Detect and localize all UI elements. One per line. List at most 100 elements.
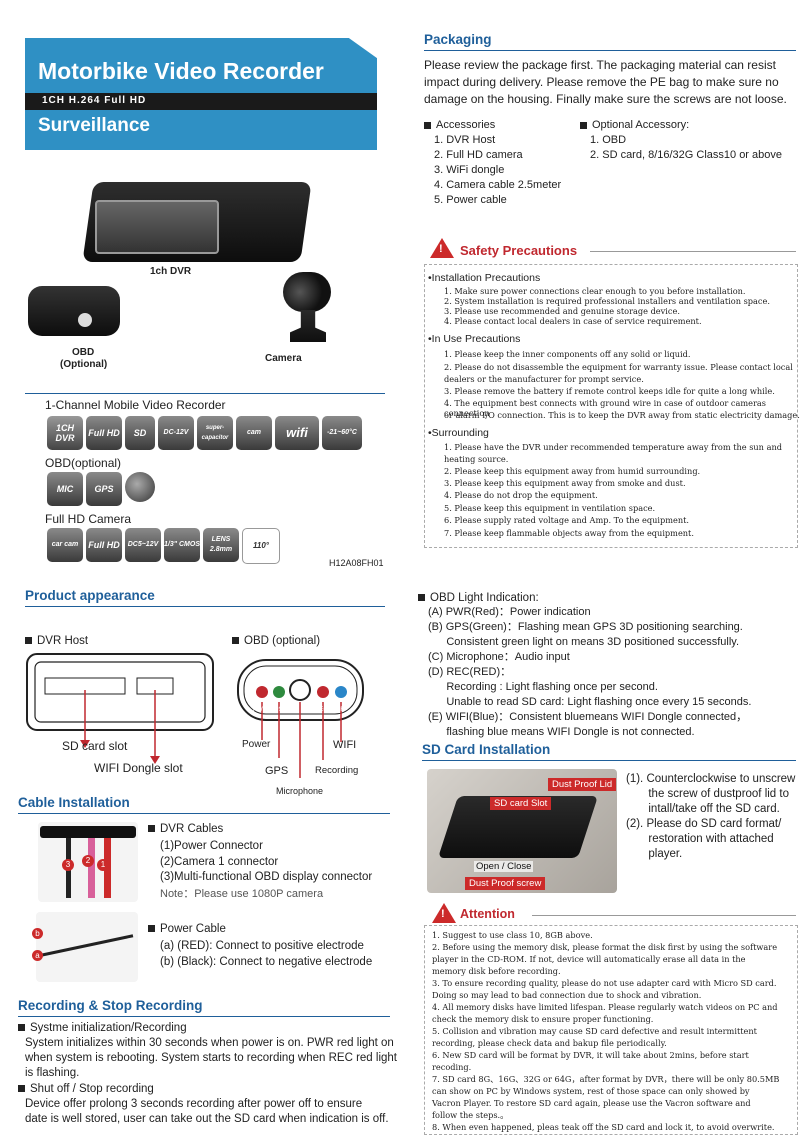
- marker-b: b: [32, 928, 43, 939]
- recording-stop-line: Device offer prolong 3 seconds recording…: [25, 1098, 363, 1110]
- wifi-label: WIFI: [333, 739, 357, 751]
- attention-line: 6. New SD card will be format by DVR, it…: [432, 1050, 749, 1060]
- gps-label: GPS: [265, 765, 289, 777]
- safety-divider: [590, 251, 796, 252]
- recording-init-title: Systme initialization/Recording: [18, 1021, 187, 1035]
- attention-line: recording, please check data and bakup f…: [432, 1038, 667, 1048]
- inuse-item: or alarm I/O connection. This is to keep…: [444, 410, 800, 420]
- installation-title: •Installation Precautions: [428, 272, 541, 284]
- attention-line: 3. To ensure recording quality, please d…: [432, 978, 777, 988]
- obd-photo-optional: (Optional): [60, 359, 108, 370]
- marker-a: a: [32, 950, 43, 961]
- sd-label-open-close: Open / Close: [474, 861, 534, 872]
- obd-light-line: Unable to read SD card: Light flashing o…: [428, 696, 752, 708]
- attention-line: follow the steps.。: [432, 1110, 509, 1120]
- globe-icon: [125, 472, 155, 502]
- safety-box: [424, 264, 798, 548]
- bullet-icon: [148, 825, 155, 833]
- camera-note: Note：Please use 1080P camera: [160, 888, 324, 900]
- recording-title: Recording & Stop Recording: [18, 998, 203, 1013]
- sd-step: (1). Counterclockwise to unscrew: [626, 773, 796, 785]
- cable-bar: [40, 826, 136, 838]
- marker-1: 1: [97, 859, 109, 871]
- recorder-spec-title: 1-Channel Mobile Video Recorder: [45, 398, 226, 412]
- inuse-item: 1. Please keep the inner components off …: [444, 349, 691, 359]
- obd-light-line: (B) GPS(Green)：Flashing mean GPS 3D posi…: [428, 621, 743, 633]
- full-hd-icon: Full HD: [86, 416, 122, 450]
- installation-item: 1. Make sure power connections clear eno…: [444, 286, 746, 296]
- attention-line: 4. All memory disks have limited lifespa…: [432, 1002, 778, 1012]
- attention-line: 8. When even happened, pleas teak off th…: [432, 1122, 775, 1132]
- sd-step: (2). Please do SD card format/: [626, 818, 782, 830]
- dvr-cable-item: (3)Multi-functional OBD display connecto…: [160, 871, 373, 883]
- accessories-title: Accessories: [424, 118, 495, 132]
- bullet-icon: [232, 637, 239, 645]
- dvr-outline: [26, 653, 214, 731]
- surrounding-item: 5. Please keep this equipment in ventila…: [444, 503, 656, 513]
- accessory-item: 3. WiFi dongle: [434, 164, 505, 176]
- packaging-title: Packaging: [424, 32, 492, 47]
- sd-arrowhead: [80, 740, 90, 748]
- sd-label-dust-screw: Dust Proof screw: [465, 877, 546, 890]
- wifi-arrowhead: [150, 756, 160, 764]
- sd-label-dust-lid: Dust Proof Lid: [548, 778, 617, 791]
- attention-line: 2. Before using the memory disk, please …: [432, 942, 778, 952]
- obd-light-line: flashing blue means WIFI Dongle is not c…: [428, 726, 695, 738]
- cable-divider: [18, 813, 390, 814]
- sd-divider: [422, 760, 796, 761]
- dvr-inner-outline: [34, 661, 206, 723]
- obd-photo: [28, 286, 120, 336]
- obd-light-line: (C) Microphone：Audio input: [428, 651, 570, 663]
- attention-line: check the memory disk to ensure proper f…: [432, 1014, 654, 1024]
- bullet-icon: [424, 121, 431, 129]
- obd-spec-title: OBD(optional): [45, 456, 122, 470]
- wifi-dongle-slot-label: WIFI Dongle slot: [94, 761, 183, 775]
- camera-disc-icon: cam: [236, 416, 272, 450]
- safety-title: Safety Precautions: [460, 243, 578, 258]
- surrounding-item: 7. Please keep flammable objects away fr…: [444, 528, 694, 538]
- car-cam-icon: car cam: [47, 528, 83, 562]
- temperature-icon: -21~60°C: [322, 416, 362, 450]
- accessory-item: 2. Full HD camera: [434, 149, 523, 161]
- dvr-cables-title: DVR Cables: [148, 822, 223, 836]
- camera-photo-label: Camera: [265, 353, 302, 364]
- gps-led: [273, 686, 285, 698]
- packaging-text: Please review the package first. The pac…: [424, 58, 787, 106]
- mic-icon: MIC: [47, 472, 83, 506]
- inuse-item: dealers or the manufacturer for prompt s…: [444, 374, 644, 384]
- recording-init-line: is flashing.: [25, 1067, 80, 1079]
- attention-line: can show on PC by Windows system, rest o…: [432, 1086, 750, 1096]
- surrounding-title: •Surrounding: [428, 427, 489, 439]
- attention-exclaim: !: [441, 908, 445, 920]
- dvr-front-panel: [95, 200, 219, 254]
- attention-divider: [532, 915, 796, 916]
- led-label-pwr: PWR: [253, 707, 267, 713]
- recording-init-line: when system is rebooting. System starts …: [25, 1052, 397, 1064]
- surrounding-item: 4. Please do not drop the equipment.: [444, 490, 598, 500]
- power-cable-item: (a) (RED): Connect to positive electrode: [160, 940, 364, 952]
- optional-item: 1. OBD: [590, 134, 627, 146]
- led-label-rec: REC: [315, 707, 328, 713]
- camera-mount: [290, 310, 326, 342]
- sd-title: SD Card Installation: [422, 742, 551, 757]
- power-cable-title: Power Cable: [148, 922, 226, 936]
- dc5-12v-icon: DC5~12V: [125, 528, 161, 562]
- obd-light-line: Consistent green light on means 3D posit…: [428, 636, 740, 648]
- accessory-item: 4. Camera cable 2.5meter: [434, 179, 562, 191]
- rec-led: [317, 686, 329, 698]
- attention-title: Attention: [460, 907, 515, 921]
- 1ch-dvr-icon: 1CH DVR: [47, 416, 83, 450]
- sd-card-slot-label: SD card slot: [62, 739, 128, 753]
- header-subtitle: 1CH H.264 Full HD: [42, 95, 147, 106]
- full-hd-camera-icon: Full HD: [86, 528, 122, 562]
- bullet-icon: [580, 121, 587, 129]
- sd-card-icon: SD: [125, 416, 155, 450]
- obd-photo-label: OBD: [72, 347, 95, 358]
- header-subtitle-bar: [25, 93, 377, 110]
- header-category: Surveillance: [38, 115, 150, 136]
- cable-wire-pink: [88, 838, 95, 898]
- camera-spec-title: Full HD Camera: [45, 512, 132, 526]
- recording-stop-line: date is well stored, user can take out t…: [25, 1113, 389, 1125]
- attention-line: memory disk before recording.: [432, 966, 561, 976]
- attention-line: 5. Collision and vibration may cause SD …: [432, 1026, 757, 1036]
